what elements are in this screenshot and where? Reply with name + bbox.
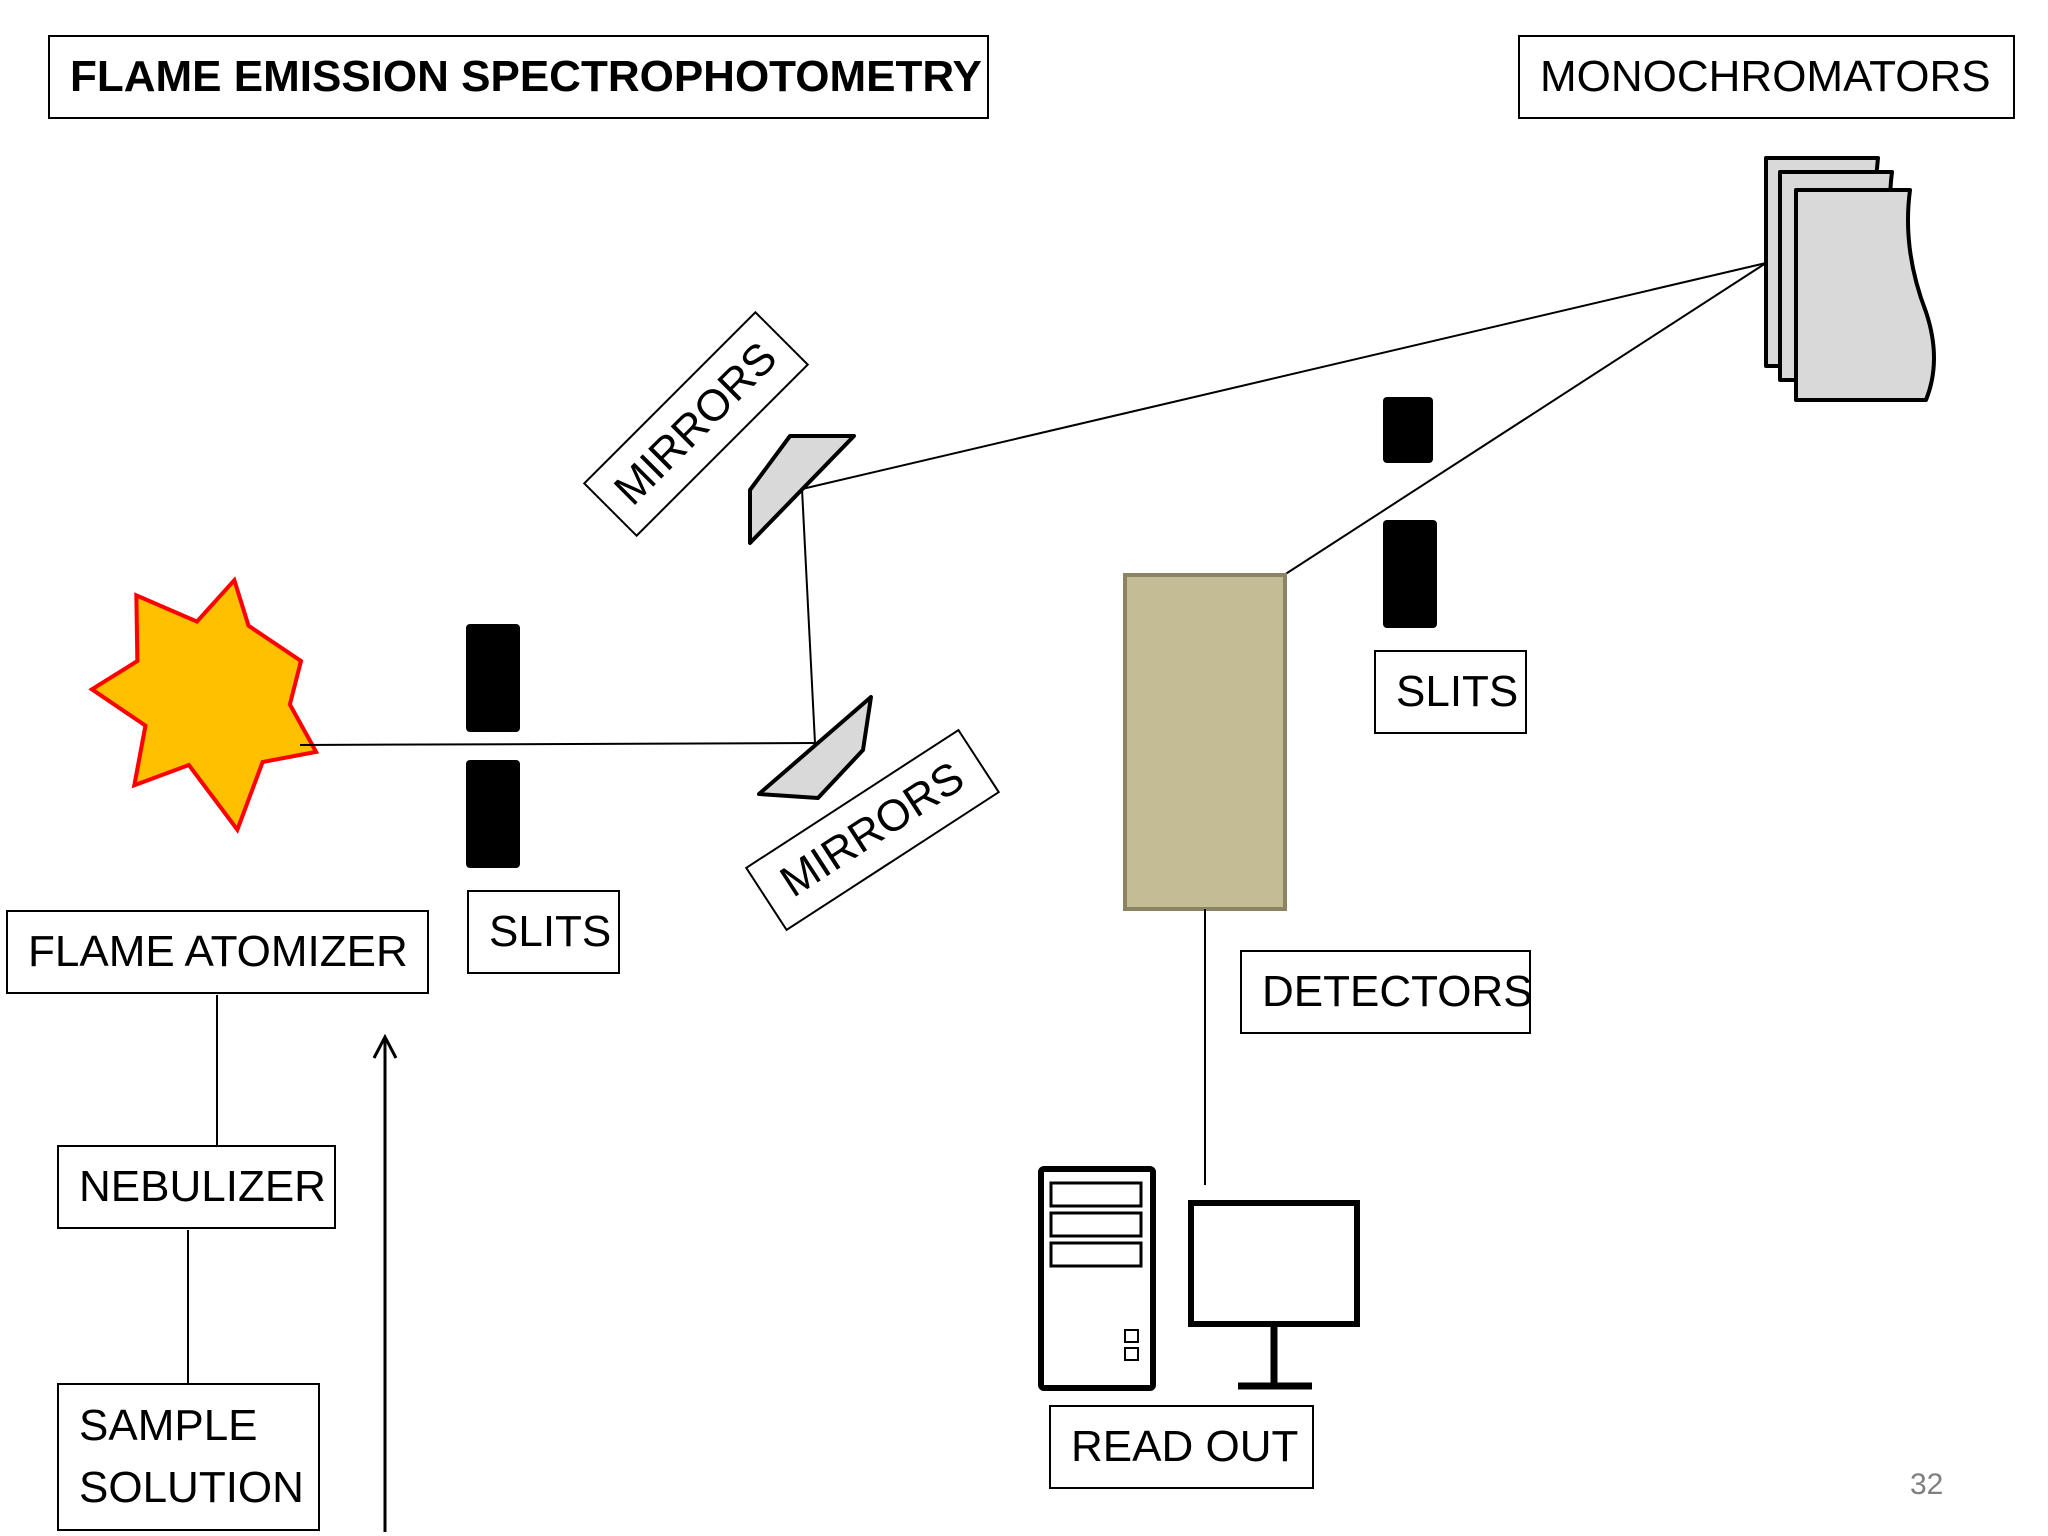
nebulizer-label: NEBULIZER [57,1145,336,1229]
read-out-label: READ OUT [1049,1405,1314,1489]
monochromators-label-text: MONOCHROMATORS [1540,52,1991,101]
detectors-label: DETECTORS [1240,950,1533,1034]
sample-solution-label: SAMPLE SOLUTION [57,1383,320,1531]
slits-label-left: SLITS [467,890,620,974]
nebulizer-label-text: NEBULIZER [79,1162,326,1211]
read-out-label-text: READ OUT [1071,1422,1299,1471]
slit-block-upper-left [466,624,520,732]
computer-tower-icon [1038,1166,1156,1391]
sample-label-line2: SOLUTION [79,1463,304,1512]
flame-icon [88,576,320,834]
slit-block-upper-right [1383,397,1433,463]
monochromators-label: MONOCHROMATORS [1518,35,2015,119]
beam-mirror-to-mirror [801,488,816,744]
beam-flame-to-mirror [299,742,816,746]
upward-arrow-icon [372,1033,398,1532]
flame-atomizer-label-text: FLAME ATOMIZER [28,927,408,976]
beam-mirror-to-monochromator [801,262,1767,490]
slits-label-right: SLITS [1374,650,1527,734]
mirror-top [748,434,856,545]
sample-label-line1: SAMPLE [79,1401,258,1450]
beam-monochromator-to-detector [1283,262,1767,576]
slits-label-right-text: SLITS [1396,667,1519,716]
page-title-text: FLAME EMISSION SPECTROPHOTOMETRY [70,52,982,101]
mirror-bottom [757,695,873,800]
monochromator-icon [1764,156,1936,402]
detectors-label-text: DETECTORS [1262,967,1533,1016]
monitor-icon [1188,1200,1360,1390]
flame-atomizer-label: FLAME ATOMIZER [6,910,429,994]
page-number: 32 [1910,1468,1944,1501]
slit-block-lower-left [466,760,520,868]
detector-block [1123,573,1287,911]
slit-block-lower-right [1383,520,1437,628]
page-title: FLAME EMISSION SPECTROPHOTOMETRY [48,35,989,119]
slits-label-left-text: SLITS [489,907,612,956]
